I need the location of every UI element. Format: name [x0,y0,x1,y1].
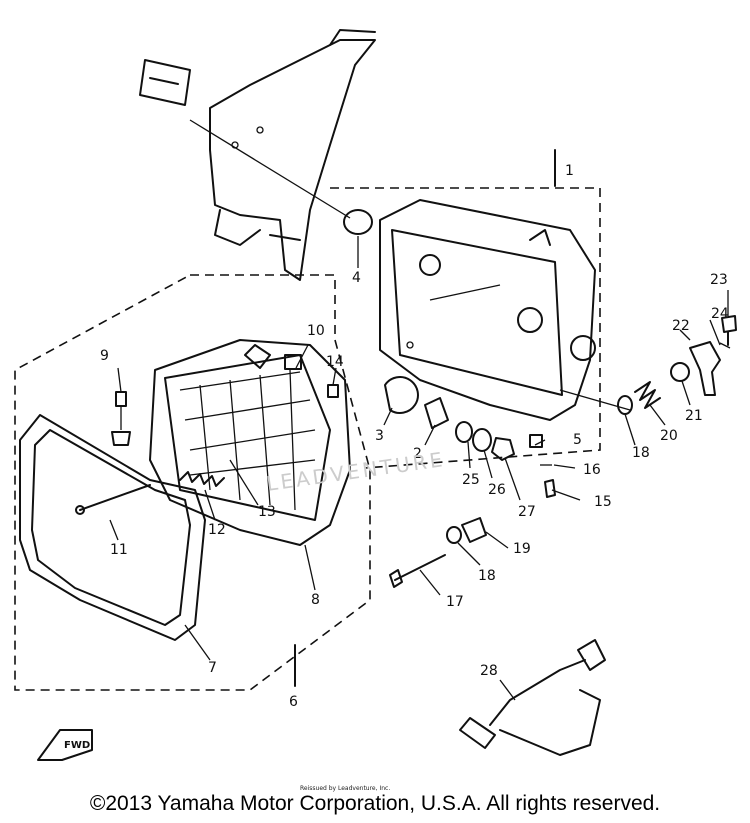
screw-14 [327,384,339,398]
washer-26 [472,428,492,452]
callout-labels: 1 2 3 4 5 6 7 8 9 10 11 12 13 14 15 16 1… [100,163,729,710]
callout-14: 14 [326,354,344,370]
assembly-6-boundary [14,274,371,691]
callout-11: 11 [110,542,128,558]
bracket-22 [689,341,721,396]
screw-9 [111,391,131,446]
wire-harness-28 [459,639,606,756]
callout-3: 3 [375,428,384,444]
nut-27 [491,437,515,461]
bushing-4 [343,209,373,235]
callout-10: 10 [307,323,325,339]
callout-8: 8 [311,592,320,608]
spring-12 [179,471,225,487]
callout-13: 13 [258,504,276,520]
callout-22: 22 [672,318,690,334]
screw-11 [79,484,151,511]
callout-4: 4 [352,270,361,286]
collar-19 [461,517,487,543]
callout-18-lower: 18 [478,568,496,584]
callout-26: 26 [488,482,506,498]
assembly-1-boundary [330,187,601,469]
headlight-rim [19,414,206,641]
callout-20: 20 [660,428,678,444]
copyright-notice: ©2013 Yamaha Motor Corporation, U.S.A. A… [89,792,661,815]
frame-bracket [139,29,376,281]
fwd-label: FWD [64,740,90,751]
nut-21 [670,362,690,382]
fwd-arrow-icon: FWD [37,729,93,761]
callout-16: 16 [583,462,601,478]
callout-27: 27 [518,504,536,520]
spring-20 [634,381,661,409]
callout-19: 19 [513,541,531,557]
leader-lines [109,236,729,701]
callout-23: 23 [710,272,728,288]
callout-28: 28 [480,663,498,679]
washer-18-upper [617,395,633,415]
callout-15: 15 [594,494,612,510]
bushing-3 [384,376,419,415]
callout-24: 24 [711,306,729,322]
nut-10 [284,354,302,370]
screw-23 [721,315,737,346]
callout-18-upper: 18 [632,445,650,461]
callout-1: 1 [565,163,574,179]
callout-17: 17 [446,594,464,610]
bolt-17 [394,554,446,581]
callout-5: 5 [573,432,582,448]
fine-print: Reissued by Leadventure, Inc. [300,785,390,792]
collar-2 [424,397,449,429]
headlight-unit [149,339,351,546]
callout-7: 7 [208,660,217,676]
callout-12: 12 [208,522,226,538]
callout-6: 6 [289,694,298,710]
callout-9: 9 [100,348,109,364]
washer-25 [455,421,473,443]
callout-25: 25 [462,472,480,488]
callout-2: 2 [413,446,422,462]
washer-24 [719,342,731,349]
screw-15 [544,479,556,498]
headlight-housing [379,199,596,421]
watermark: LEADVENTURE [265,447,447,496]
callout-21: 21 [685,408,703,424]
washer-18-lower [446,526,462,544]
